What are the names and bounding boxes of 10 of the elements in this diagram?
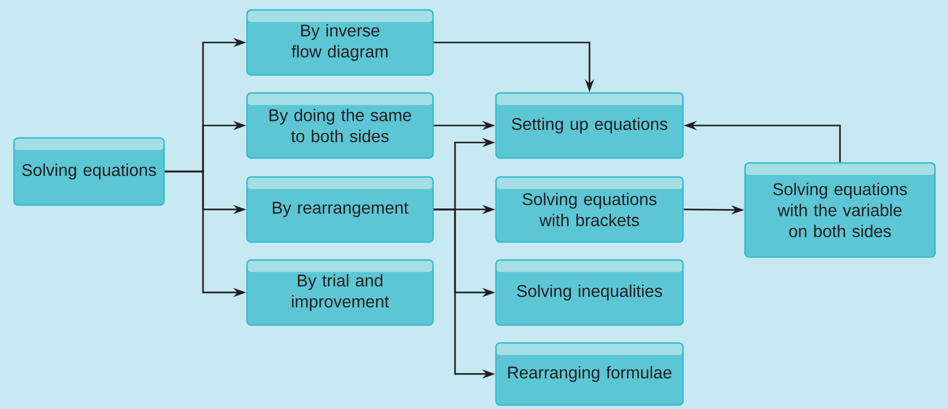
process-box: Rearranging formulae (495, 342, 684, 406)
process-box: Solving equations with brackets (495, 176, 684, 243)
process-box: Solving equations (13, 137, 165, 206)
process-box: Solving equations with the variable on both sides (744, 162, 936, 258)
process-box: By rearrangement (246, 176, 434, 243)
process-box: Setting up equations (495, 92, 684, 159)
process-box: Solving inequalities (495, 259, 684, 326)
process-box: By inverse flow diagram (246, 9, 434, 76)
process-box: By trial and improvement (246, 259, 434, 326)
process-box: By doing the same to both sides (246, 92, 434, 159)
